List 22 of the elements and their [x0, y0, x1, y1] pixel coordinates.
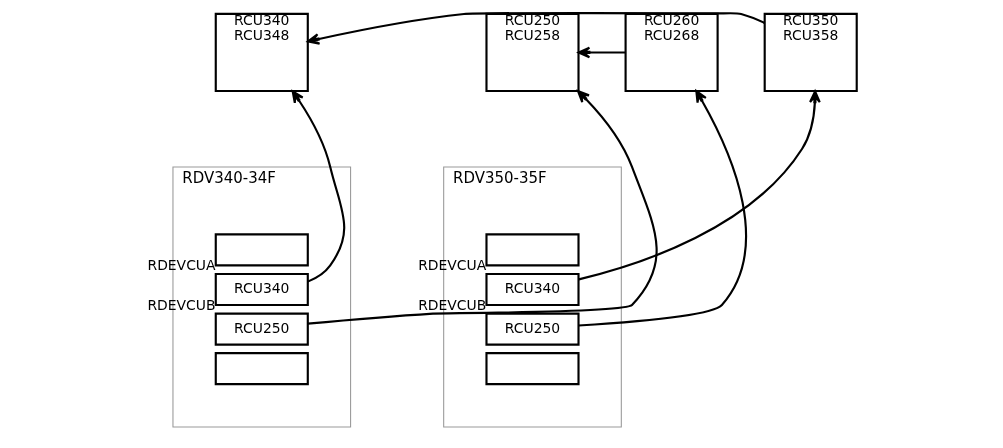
arrow — [578, 90, 821, 281]
arrow — [291, 90, 345, 283]
node-label: RDEVCUB — [146, 296, 216, 313]
node-box: RCU260 RCU268 — [624, 12, 719, 93]
arrow — [307, 90, 658, 325]
arrow — [578, 89, 747, 327]
arrow — [577, 46, 625, 59]
node-box — [484, 233, 580, 267]
node-box — [484, 352, 580, 386]
node-box — [214, 233, 309, 267]
arrow — [306, 12, 765, 45]
node-label: RDEVCUA — [417, 257, 486, 274]
node-box: RCU340 RCU348 — [214, 12, 309, 93]
node-box — [214, 352, 309, 386]
node-box: RCU340 — [484, 272, 580, 307]
node-label: RDEVCUA — [146, 257, 216, 274]
node-box: RCU250 — [484, 312, 580, 346]
node-box: RCU350 RCU358 — [763, 12, 858, 93]
node-box: RCU250 RCU258 — [484, 12, 580, 93]
node-box: RCU340 — [214, 272, 309, 307]
node-label: RDEVCUB — [417, 296, 486, 313]
node-box: RCU250 — [214, 312, 309, 346]
